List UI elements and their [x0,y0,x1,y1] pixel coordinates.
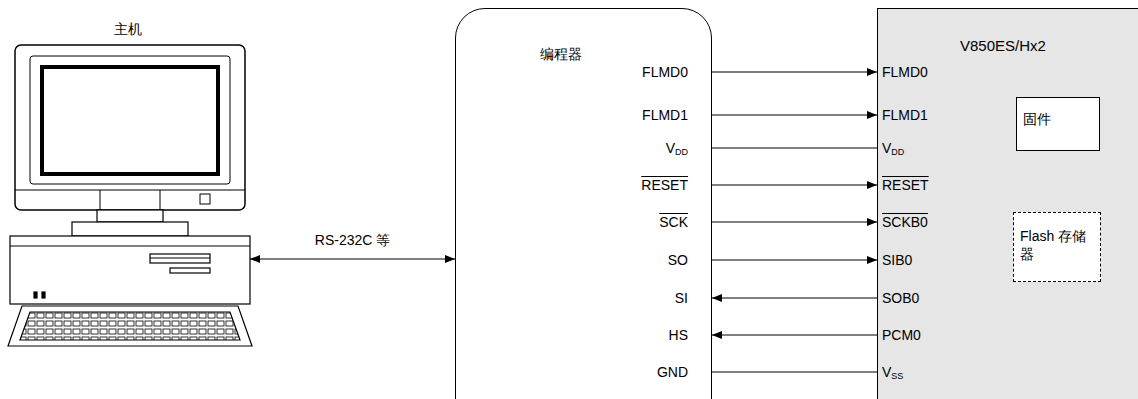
pin-name: FLMD1 [882,106,928,124]
signal-wire [712,259,877,260]
monitor [15,45,245,210]
link-label: RS-232C 等 [313,231,392,249]
pin-name: SCKB0 [882,213,928,231]
monitor-stand [72,210,188,236]
pin-name: GND [657,363,688,381]
flash-memory-box: Flash 存储器 [1013,212,1101,282]
signal-wire [712,147,877,148]
signal-wire [712,114,877,115]
signal-wire [712,297,877,298]
node-label: 固件 [1023,110,1051,128]
node-label: V850ES/Hx2 [960,37,1046,55]
pin-name: SI [675,289,688,307]
node-label: Flash 存储器 [1020,227,1096,263]
signal-wire [250,258,455,259]
pin-name: RESET [641,176,688,194]
system-unit [10,236,250,304]
pin-name: VSS [882,363,903,383]
pin-name: SOB0 [882,289,919,307]
pin-name: FLMD0 [642,63,688,81]
signal-wire [712,371,877,372]
node-label: 编程器 [540,45,582,63]
node-label: 主机 [5,20,250,38]
pin-name: SCK [659,213,688,231]
keyboard [8,306,252,346]
pin-name: FLMD1 [642,106,688,124]
pin-name: PCM0 [882,326,921,344]
pin-name: HS [669,326,688,344]
firmware-box: 固件 [1016,97,1100,151]
pin-name: FLMD0 [882,63,928,81]
pin-name: VDD [666,139,688,159]
pin-name: SIB0 [882,251,912,269]
signal-wire [712,184,877,185]
pin-name: SO [668,251,688,269]
pin-name: VDD [882,139,904,159]
pin-name: RESET [882,176,929,194]
signal-wire [712,334,877,335]
computer-node: 主机 [5,16,250,338]
signal-wire [712,221,877,222]
signal-wire [712,71,877,72]
